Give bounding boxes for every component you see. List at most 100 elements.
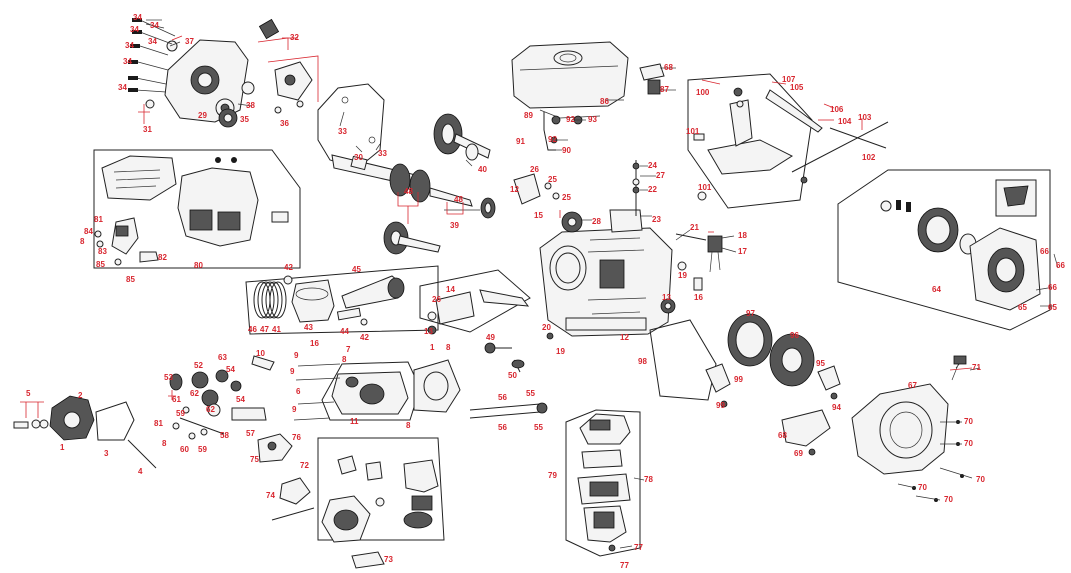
label-38: 38 [246,101,255,110]
label-84: 84 [84,227,93,236]
label-20: 20 [542,323,551,332]
label-55: 55 [526,389,535,398]
label-80: 80 [194,261,203,270]
label-34: 34 [123,57,132,66]
label-52: 52 [194,361,203,370]
label-54: 54 [226,365,235,374]
label-37: 37 [185,37,194,46]
fuel-tank [511,41,629,119]
label-8e: 8 [406,421,411,430]
ignition-coil [649,319,731,408]
fuel-valve [94,217,159,266]
label-92: 92 [566,115,575,124]
label-101: 101 [686,127,700,136]
air-filter [577,413,631,552]
label-70b: 70 [964,439,973,448]
label-103: 103 [858,113,872,122]
label-86: 86 [600,97,609,106]
label-49: 49 [486,333,495,342]
label-34: 34 [133,13,142,22]
label-100: 100 [696,88,710,97]
fuel-cap [639,63,665,95]
label-16b: 16 [310,339,319,348]
label-7: 7 [346,345,351,354]
throttle-control [687,73,889,209]
label-106: 106 [830,105,844,114]
label-65b: 65 [1048,303,1057,312]
label-66c: 66 [1048,283,1057,292]
label-48b: 48 [454,195,463,204]
label-9c: 9 [292,405,297,414]
label-48: 48 [404,187,413,196]
label-96: 96 [790,331,799,340]
label-9: 9 [294,351,299,360]
camshaft [433,113,491,161]
label-64: 64 [932,285,941,294]
label-59b: 59 [198,445,207,454]
label-34: 34 [130,25,139,34]
label-83: 83 [98,247,107,256]
label-9b: 9 [290,367,295,376]
label-85: 85 [96,260,105,269]
label-95: 95 [816,359,825,368]
label-2: 2 [78,391,83,400]
label-87: 87 [660,85,669,94]
label-97: 97 [746,309,755,318]
label-61: 61 [172,395,181,404]
label-42b: 42 [360,333,369,342]
label-81: 81 [94,215,103,224]
label-58: 58 [220,431,229,440]
label-8d: 8 [446,343,451,352]
air-filter-box [565,409,641,557]
cylinder-block [539,209,673,337]
label-70d: 70 [918,483,927,492]
recoil-starter [880,179,1041,311]
label-6: 6 [296,387,301,396]
label-19: 19 [678,271,687,280]
label-36: 36 [280,119,289,128]
label-14: 14 [446,285,455,294]
label-56b: 56 [498,423,507,432]
label-92b: 92 [548,135,557,144]
label-50: 50 [508,371,517,380]
valve-cover [101,155,289,247]
label-81b: 81 [154,419,163,428]
label-66: 66 [1040,247,1049,256]
label-31: 31 [143,125,152,134]
label-45: 45 [352,265,361,274]
label-67: 67 [908,381,917,390]
crankshaft [331,154,473,207]
label-17: 17 [738,247,747,256]
label-34: 34 [125,41,134,50]
label-16: 16 [694,293,703,302]
label-35: 35 [240,115,249,124]
label-29: 29 [198,111,207,120]
label-62: 62 [190,389,199,398]
label-13: 13 [662,293,671,302]
label-1b: 1 [430,343,435,352]
label-57: 57 [246,429,255,438]
label-72: 72 [300,461,309,470]
label-93: 93 [588,115,597,124]
label-56: 56 [498,393,507,402]
label-62b: 62 [206,405,215,414]
piston [291,279,335,323]
label-104: 104 [838,117,852,126]
label-41: 41 [272,325,281,334]
label-8b: 8 [162,439,167,448]
label-10: 10 [256,349,265,358]
label-33: 33 [338,127,347,136]
valve-cover-box [93,149,301,269]
label-25: 25 [548,175,557,184]
label-94: 94 [832,403,841,412]
fan-cover [781,355,967,502]
label-3: 3 [104,449,109,458]
cylinder-head [321,359,461,421]
label-55b: 55 [534,423,543,432]
label-82: 82 [158,253,167,262]
label-24: 24 [648,161,657,170]
label-60: 60 [180,445,189,454]
label-44: 44 [340,327,349,336]
label-59: 59 [176,409,185,418]
